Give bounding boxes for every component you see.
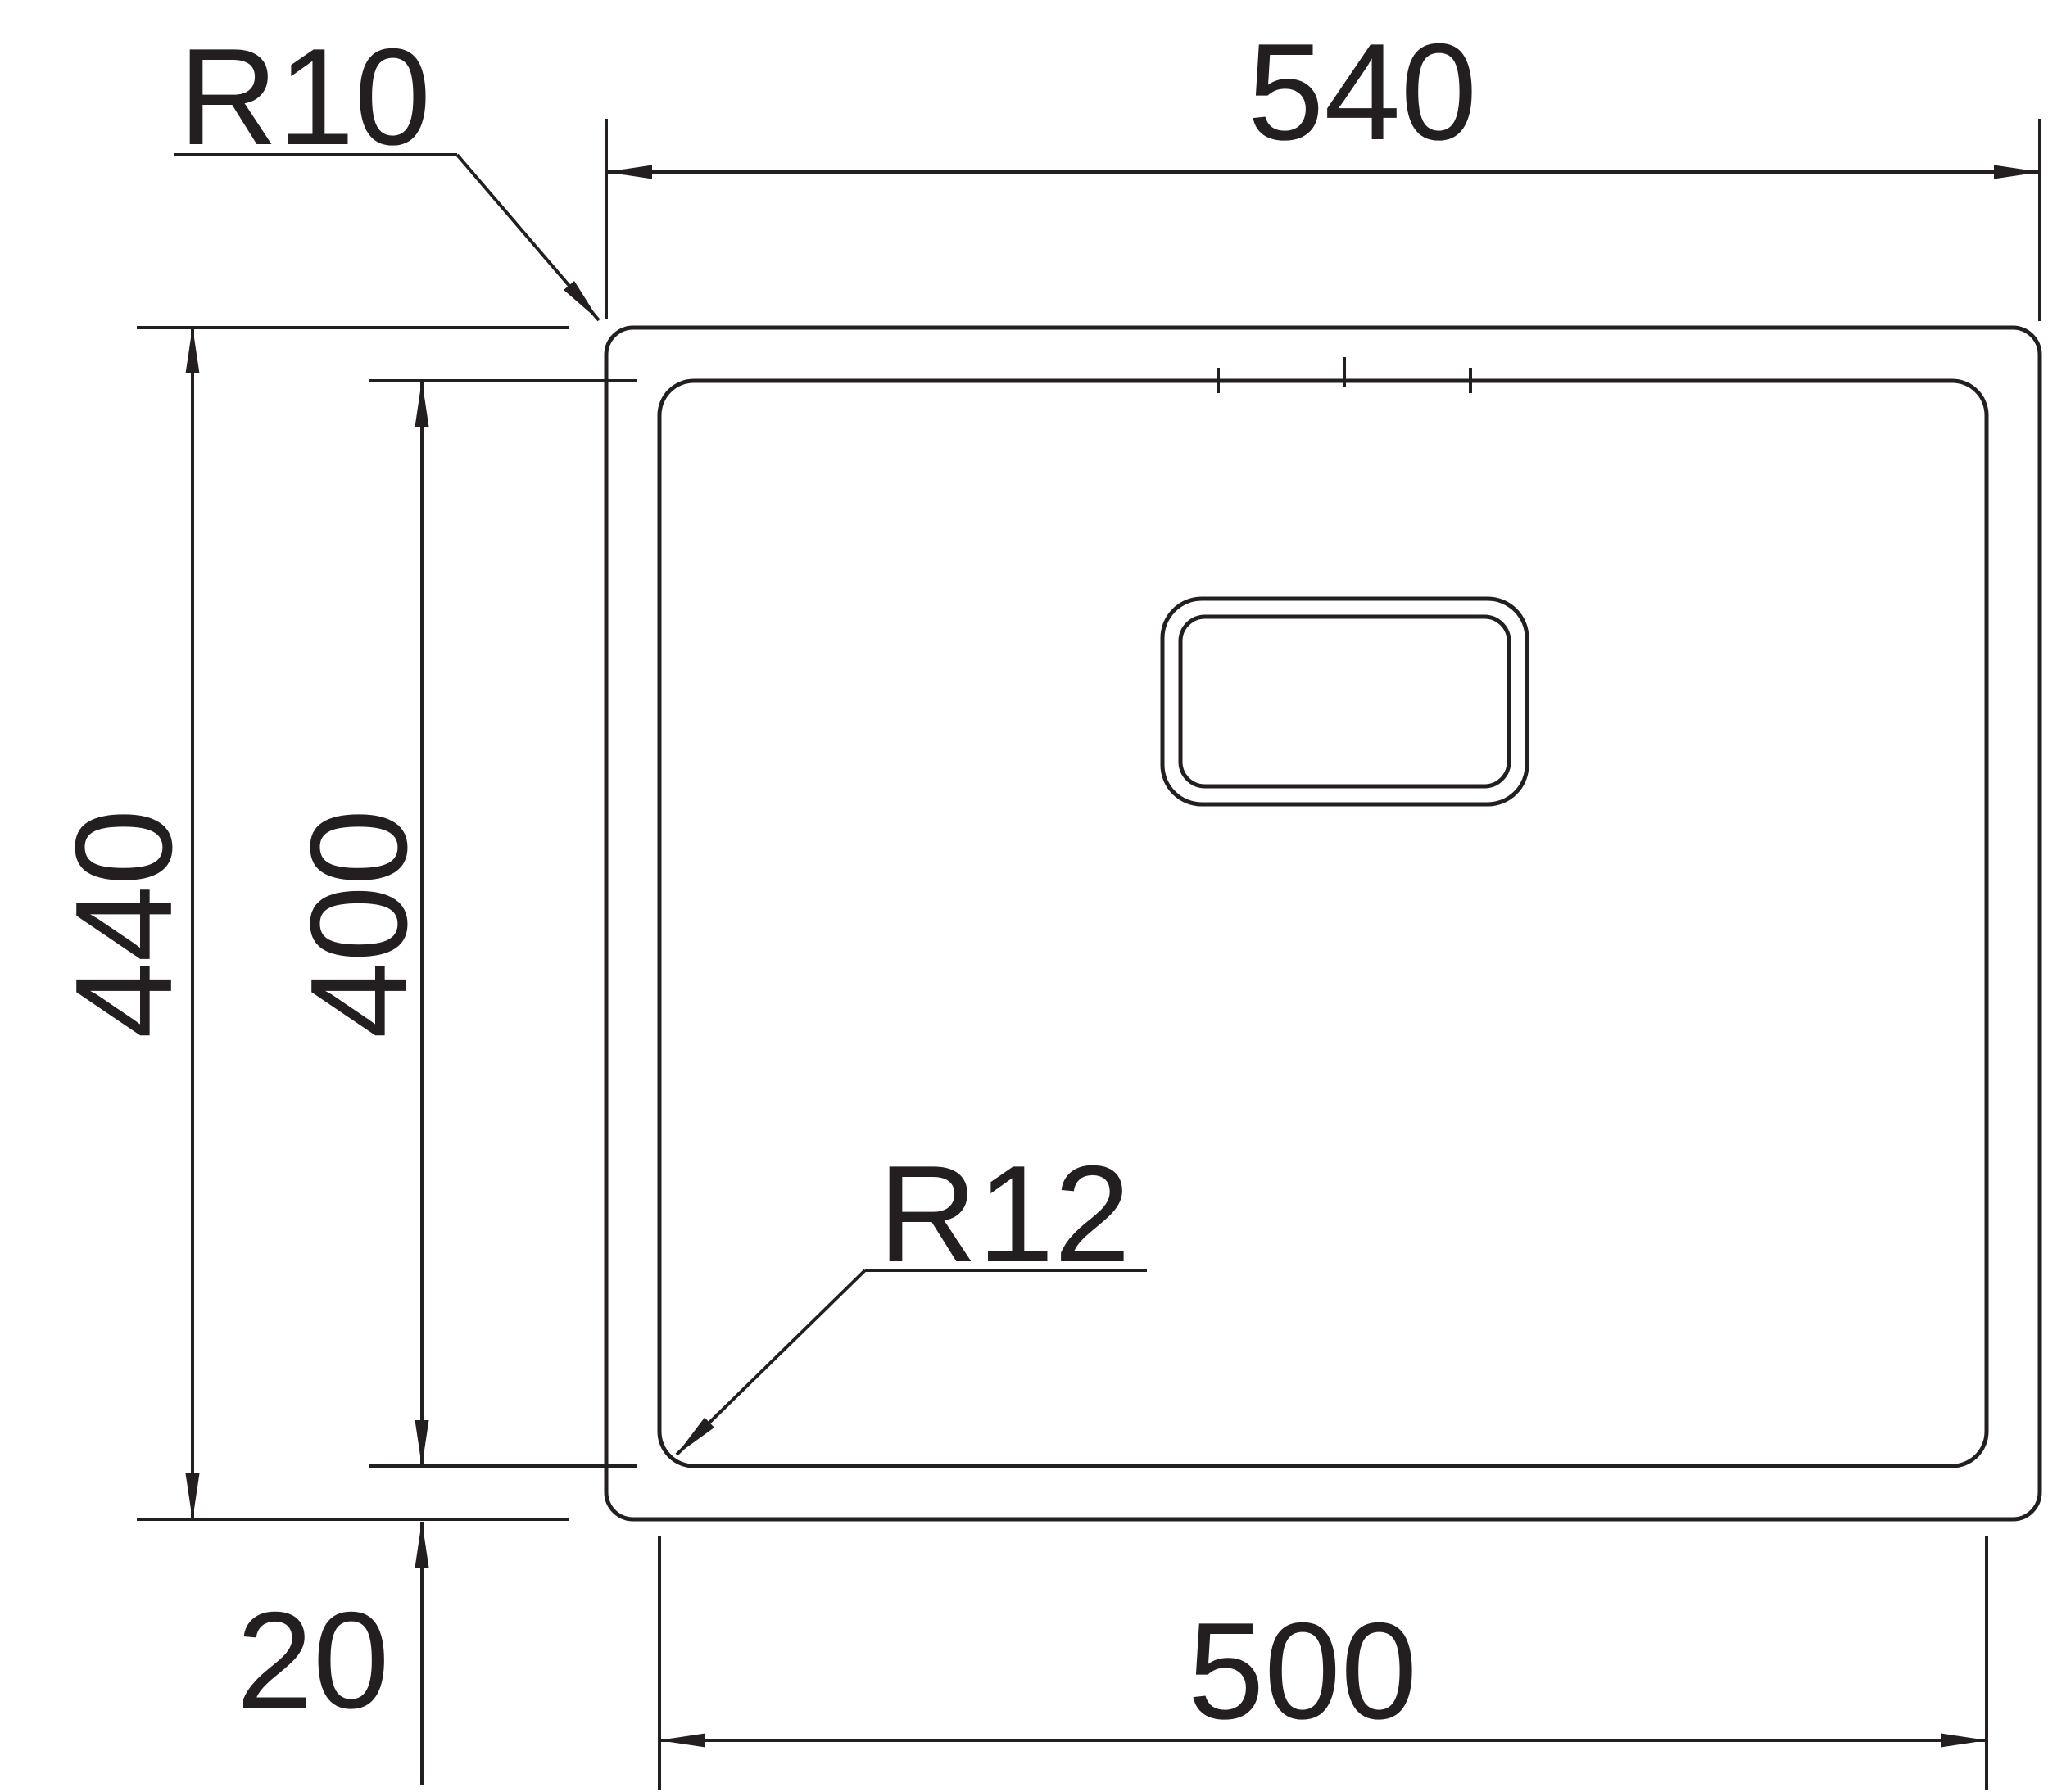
overflow-hole-inner bbox=[1178, 614, 1511, 789]
dimension-label-inner-height: 400 bbox=[282, 809, 436, 1039]
leader-line bbox=[675, 1269, 867, 1456]
radius-label-outer: R10 bbox=[179, 20, 431, 174]
dimension-inner-height: 400 bbox=[282, 379, 637, 1468]
dimension-label-outer-width: 540 bbox=[1248, 15, 1477, 169]
dimension-inner-width: 500 bbox=[658, 1536, 1988, 1790]
dimension-label-inner-width: 500 bbox=[1188, 1594, 1417, 1748]
dimension-outer-width: 540 bbox=[605, 15, 2041, 321]
leader-line bbox=[455, 153, 600, 322]
dimension-label-rim-offset: 20 bbox=[237, 1583, 390, 1737]
leader-outer-radius: R10 bbox=[174, 20, 600, 322]
overflow-hole-outer bbox=[1160, 596, 1529, 807]
dimension-rim-offset: 20 bbox=[237, 1521, 429, 1785]
sink-outer-outline bbox=[604, 325, 2042, 1522]
sink-bowl-outline bbox=[657, 378, 1989, 1468]
dimension-label-outer-height: 440 bbox=[47, 809, 201, 1039]
radius-label-inner: R12 bbox=[878, 1137, 1130, 1291]
overflow-cutout-group bbox=[1160, 596, 1529, 807]
sink-outline-group bbox=[604, 325, 2042, 1522]
tap-hole-ticks bbox=[1217, 357, 1472, 393]
leader-inner-radius: R12 bbox=[675, 1137, 1147, 1456]
dimension-outer-height: 440 bbox=[47, 326, 569, 1521]
